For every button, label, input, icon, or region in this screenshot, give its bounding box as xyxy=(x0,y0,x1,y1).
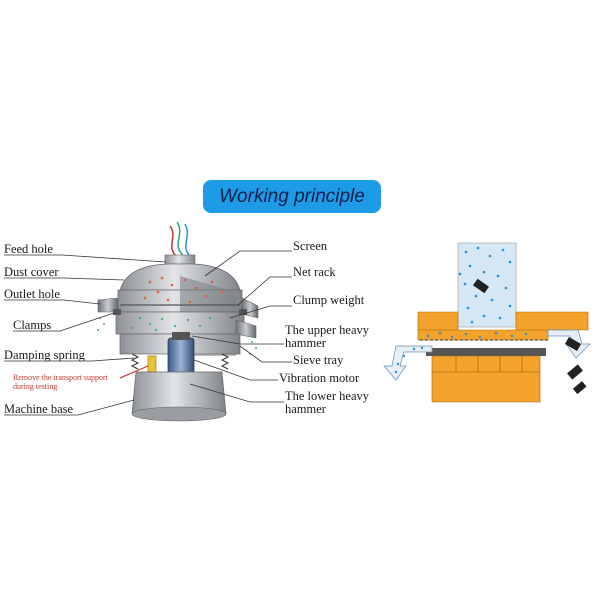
leader-lines xyxy=(4,250,292,416)
label-screen: Screen xyxy=(293,239,328,253)
label-lower-hammer-1: The lower heavy xyxy=(285,389,369,403)
coarse-particle xyxy=(472,278,490,294)
discharge-particles-left xyxy=(394,346,424,374)
label-net-rack: Net rack xyxy=(293,265,336,279)
middle-frame xyxy=(115,311,245,335)
label-warning-2: during testing xyxy=(13,382,58,391)
label-upper-hammer-1: The upper heavy xyxy=(285,323,369,337)
screen-particles-right xyxy=(426,331,528,339)
warning-arrow xyxy=(119,365,149,379)
label-upper-hammer-2: hammer xyxy=(285,336,326,350)
feed-particles xyxy=(458,246,512,324)
feed-column xyxy=(457,242,517,328)
upper-sieve-frame xyxy=(417,329,549,341)
label-machine-base: Machine base xyxy=(4,402,74,416)
transport-support xyxy=(147,355,157,373)
coarse-piece-3 xyxy=(572,381,587,395)
coarse-piece-1 xyxy=(564,337,582,351)
upper-heavy-hammer xyxy=(172,332,190,340)
label-damping-spring: Damping spring xyxy=(4,348,85,362)
discharge-arrow-left xyxy=(383,345,433,381)
label-feed-hole: Feed hole xyxy=(4,242,53,256)
title-banner: Working principle xyxy=(203,180,381,213)
fine-particles xyxy=(130,316,212,332)
sieve-machine xyxy=(97,221,259,422)
outlet-hole-left xyxy=(97,297,119,313)
screen-particles xyxy=(143,276,224,304)
clamp-right xyxy=(239,309,247,315)
label-sieve-tray: Sieve tray xyxy=(293,353,344,367)
lower-body xyxy=(431,371,541,403)
title-text: Working principle xyxy=(219,185,365,207)
label-clamps: Clamps xyxy=(13,318,52,332)
cross-section xyxy=(383,242,591,403)
coarse-piece-2 xyxy=(567,364,583,380)
label-dust-cover: Dust cover xyxy=(4,265,59,279)
damping-springs xyxy=(130,353,230,370)
label-warning-1: Remove the transport support xyxy=(13,373,108,382)
sieve-disc xyxy=(426,348,546,356)
label-lower-hammer-2: hammer xyxy=(285,402,326,416)
label-clump-weight: Clump weight xyxy=(293,293,365,307)
clamp-left xyxy=(113,309,121,315)
label-outlet-hole: Outlet hole xyxy=(4,287,60,301)
outlet-hole-right-2 xyxy=(235,319,257,339)
label-vibration-motor: Vibration motor xyxy=(279,371,360,385)
